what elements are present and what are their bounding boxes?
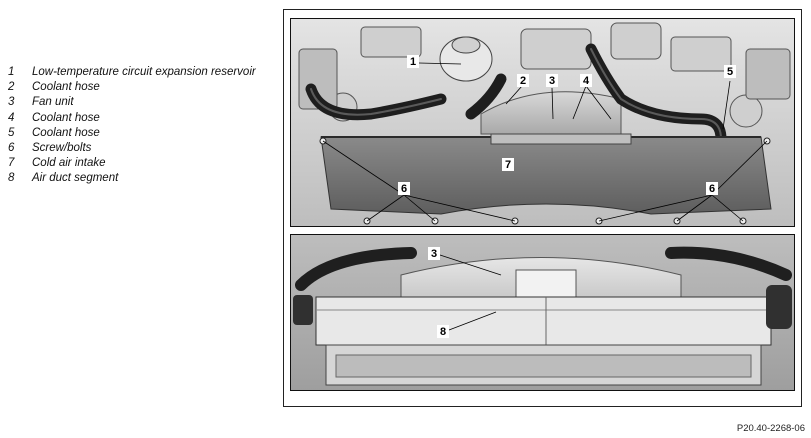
legend-number: 3 xyxy=(8,96,15,109)
cold-air-intake xyxy=(320,133,772,215)
callout-7: 7 xyxy=(502,158,514,171)
legend-number: 5 xyxy=(8,126,15,139)
callout-label: 3 xyxy=(549,75,555,87)
legend-number: 4 xyxy=(8,111,15,124)
legend-item: 4 Coolant hose xyxy=(8,112,268,125)
bottom-illustration: 3 8 xyxy=(290,234,795,391)
leader-lines-bottom xyxy=(439,254,502,331)
leader-lines xyxy=(322,62,768,222)
reference-code: P20.40-2268-06 xyxy=(736,423,805,434)
legend-item: 1 Low-temperature circuit expansion rese… xyxy=(8,66,268,79)
air-duct-segment xyxy=(315,296,772,386)
callout-label: 2 xyxy=(520,75,526,87)
callout-3-bottom: 3 xyxy=(428,247,440,260)
callout-6-right: 6 xyxy=(706,182,718,195)
legend-number: 2 xyxy=(8,81,15,94)
legend-text: Coolant hose xyxy=(32,81,100,94)
air-duct-illustration: 3 8 xyxy=(291,235,794,390)
legend-number: 6 xyxy=(8,141,15,154)
legend-text: Air duct segment xyxy=(32,172,119,185)
legend-text: Cold air intake xyxy=(32,157,106,170)
legend-text: Low-temperature circuit expansion reserv… xyxy=(32,66,256,78)
callout-label: 6 xyxy=(709,183,715,195)
callout-label: 1 xyxy=(410,56,416,68)
legend-number: 7 xyxy=(8,157,15,170)
callout-label: 4 xyxy=(583,75,590,87)
legend-item: 2 Coolant hose xyxy=(8,81,268,94)
callout-5: 5 xyxy=(724,65,736,78)
callout-1: 1 xyxy=(407,55,419,68)
legend-item: 7 Cold air intake xyxy=(8,157,268,170)
coolant-hoses-highlight xyxy=(310,48,722,140)
callout-3: 3 xyxy=(546,74,558,87)
legend-text: Screw/bolts xyxy=(32,141,92,154)
callout-6-left: 6 xyxy=(398,182,410,195)
callout-4: 4 xyxy=(580,74,592,87)
expansion-reservoir xyxy=(439,36,493,82)
engine-bay-illustration: 1 2 3 4 5 6 6 xyxy=(291,19,794,226)
legend-item: 8 Air duct segment xyxy=(8,172,268,185)
callout-2: 2 xyxy=(517,74,529,87)
callout-label: 8 xyxy=(440,326,446,338)
legend-text: Fan unit xyxy=(32,96,74,109)
legend-text: Coolant hose xyxy=(32,111,100,124)
callout-label: 3 xyxy=(431,248,437,260)
legend-number: 1 xyxy=(8,66,15,78)
legend-number: 8 xyxy=(8,172,15,185)
engine-components xyxy=(298,22,791,128)
legend: 1 Low-temperature circuit expansion rese… xyxy=(8,66,268,188)
legend-item: 3 Fan unit xyxy=(8,96,268,109)
side-components xyxy=(293,285,792,329)
callout-label: 5 xyxy=(727,66,733,78)
callout-label: 6 xyxy=(401,183,407,195)
legend-item: 6 Screw/bolts xyxy=(8,142,268,155)
legend-text: Coolant hose xyxy=(32,126,100,139)
callout-8: 8 xyxy=(437,325,449,338)
top-illustration: 1 2 3 4 5 6 6 xyxy=(290,18,795,227)
legend-item: 5 Coolant hose xyxy=(8,127,268,140)
background-hoses xyxy=(295,246,792,291)
callout-label: 7 xyxy=(505,159,511,171)
figure-frame: 1 2 3 4 5 6 6 xyxy=(283,9,802,407)
